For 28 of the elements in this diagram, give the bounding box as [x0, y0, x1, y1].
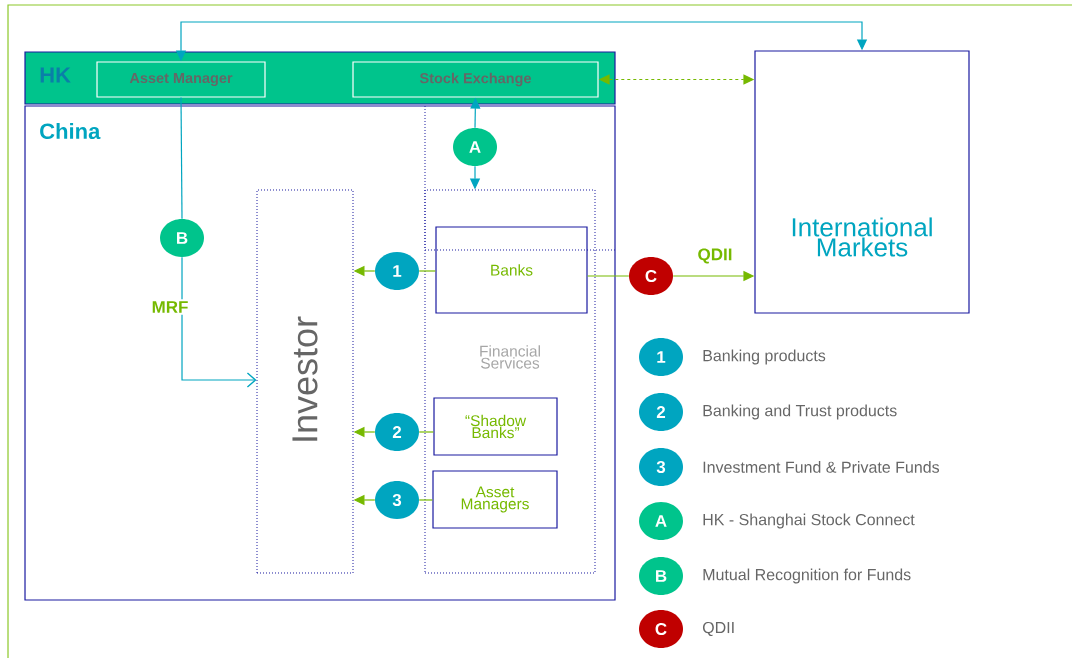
- legend-text: Investment Fund & Private Funds: [703, 461, 940, 473]
- number-badge: 2: [375, 413, 419, 451]
- legend-text: Banking and Trust products: [703, 404, 897, 420]
- group-box: Investor: [256, 189, 354, 574]
- legend-text: Mutual Recognition for Funds: [703, 568, 911, 584]
- process-box: Banks: [435, 226, 588, 314]
- legend-text: HK - Shanghai Stock Connect: [703, 513, 915, 529]
- legend-text: Banking products: [703, 349, 826, 365]
- process-box: Asset Manager: [96, 61, 266, 98]
- number-badge: 1: [375, 252, 419, 290]
- legend-badge: B: [639, 557, 683, 595]
- legend-badge: 3: [639, 448, 683, 486]
- edge-label: QDII: [695, 246, 735, 266]
- number-badge: B: [160, 219, 204, 257]
- number-badge: A: [453, 128, 497, 166]
- legend-badge: 2: [639, 393, 683, 431]
- legend-badge: A: [639, 502, 683, 540]
- arrow: [181, 256, 257, 388]
- number-badge: 3: [375, 481, 419, 519]
- number-badge: C: [629, 257, 673, 295]
- edge-label: MRF: [149, 299, 191, 315]
- legend-badge: C: [639, 610, 683, 648]
- process-box: Stock Exchange: [352, 61, 599, 98]
- process-box: Asset Managers: [432, 470, 558, 529]
- process-box: “Shadow Banks”: [433, 397, 558, 456]
- legend-badge: 1: [639, 338, 683, 376]
- market-box: International Markets: [754, 50, 970, 314]
- legend-text: QDII: [702, 621, 734, 637]
